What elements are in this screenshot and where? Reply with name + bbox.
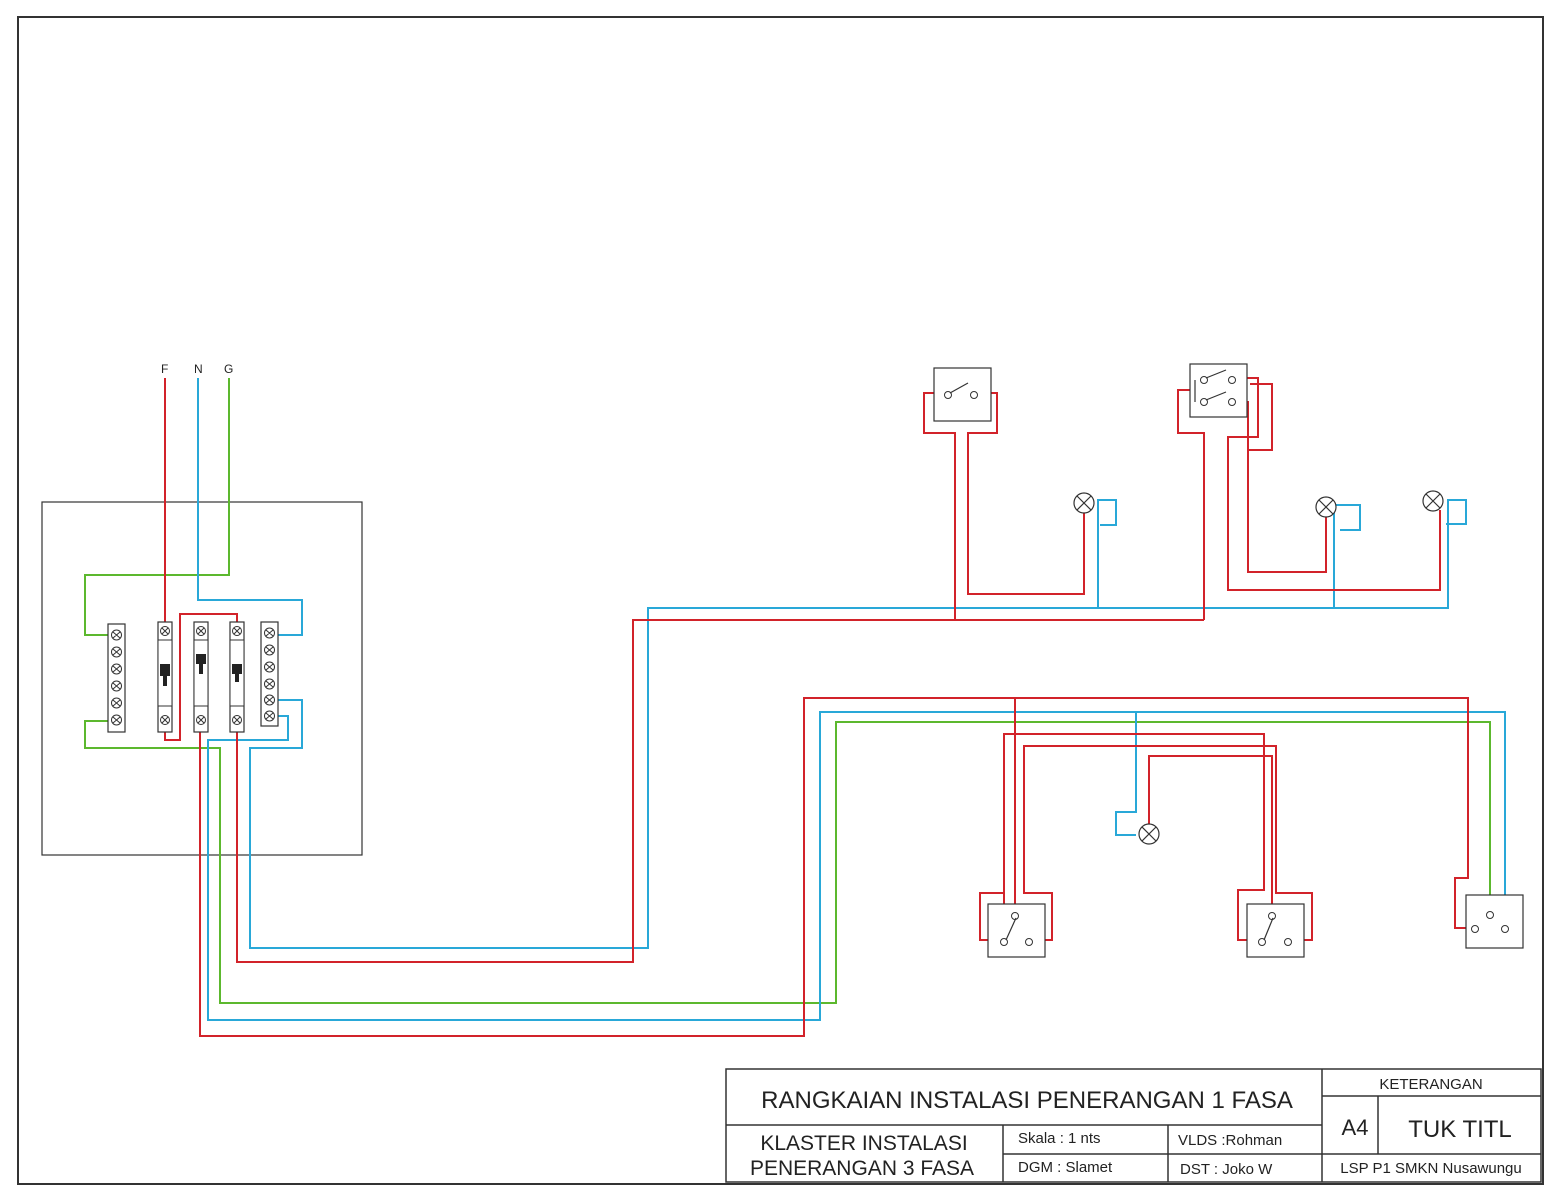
phase-wires: [164, 377, 1470, 1037]
socket-outlet: [1465, 894, 1524, 949]
ground-wires: [84, 378, 1491, 1004]
circuit-mcb-2: [229, 621, 245, 733]
phase-mcb2-out: [236, 619, 1204, 963]
phase-switch1-out: [967, 392, 1085, 595]
neutral-lower-circuit: [207, 711, 1520, 1021]
neutral-lamp3: [1334, 499, 1467, 609]
phase-switch2-in: [1177, 389, 1205, 620]
phase-label: F: [161, 362, 168, 376]
lamp-2: [1315, 496, 1337, 518]
drawing-title: RANGKAIAN INSTALASI PENERANGAN 1 FASA: [761, 1087, 1293, 1114]
vlds-text: VLDS :Rohman: [1178, 1132, 1282, 1149]
phase-tw2-lamp: [1148, 755, 1273, 914]
dgm-text: DGM : Slamet: [1018, 1159, 1113, 1176]
institution: LSP P1 SMKN Nusawungu: [1340, 1160, 1522, 1177]
ground-supply-wire: [84, 378, 230, 636]
main-mcb: [157, 621, 173, 733]
ground-label: G: [224, 362, 233, 376]
double-switch: [1189, 363, 1248, 418]
two-way-switch-1: [987, 903, 1046, 958]
title-block: [725, 1068, 1542, 1183]
lamp-1: [1073, 492, 1095, 514]
single-switch: [933, 367, 992, 422]
drawing-border: [17, 16, 1544, 1185]
ground-terminal-block: [107, 623, 126, 733]
neutral-lamp4: [1115, 712, 1137, 836]
circuit-mcb-1: [193, 621, 209, 733]
phase-switch2-out-a: [1227, 377, 1441, 591]
neutral-terminal-block: [260, 621, 279, 727]
neutral-lamp2: [1333, 504, 1361, 608]
phase-mcb1-out: [199, 697, 1470, 1037]
phase-tw1-travel-b: [1023, 745, 1313, 941]
neutral-bar-lower: [249, 607, 1334, 949]
phase-switch1-in: [923, 392, 956, 620]
lamp-3: [1422, 490, 1444, 512]
two-way-switch-2: [1246, 903, 1305, 958]
dst-text: DST : Joko W: [1180, 1161, 1273, 1178]
cluster-line-1: KLASTER INSTALASI: [760, 1132, 967, 1155]
neutral-label: N: [194, 362, 203, 376]
distribution-panel: [41, 501, 363, 856]
paper-size: A4: [1342, 1115, 1369, 1140]
phase-tw1-travel-a: [1003, 733, 1265, 941]
neutral-wires: [197, 378, 1520, 1021]
neutral-supply-wire: [197, 378, 303, 636]
organization: TUK TITL: [1408, 1116, 1512, 1143]
phase-lamp2: [1247, 450, 1327, 573]
ground-bar-lower: [84, 720, 1491, 1004]
phase-jumper-mcb: [164, 613, 238, 741]
lamp-4: [1138, 823, 1160, 845]
cluster-line-2: PENERANGAN 3 FASA: [750, 1157, 974, 1180]
neutral-lamp1: [1097, 499, 1117, 608]
remarks-header: KETERANGAN: [1379, 1076, 1482, 1093]
scale-text: Skala : 1 nts: [1018, 1130, 1101, 1147]
